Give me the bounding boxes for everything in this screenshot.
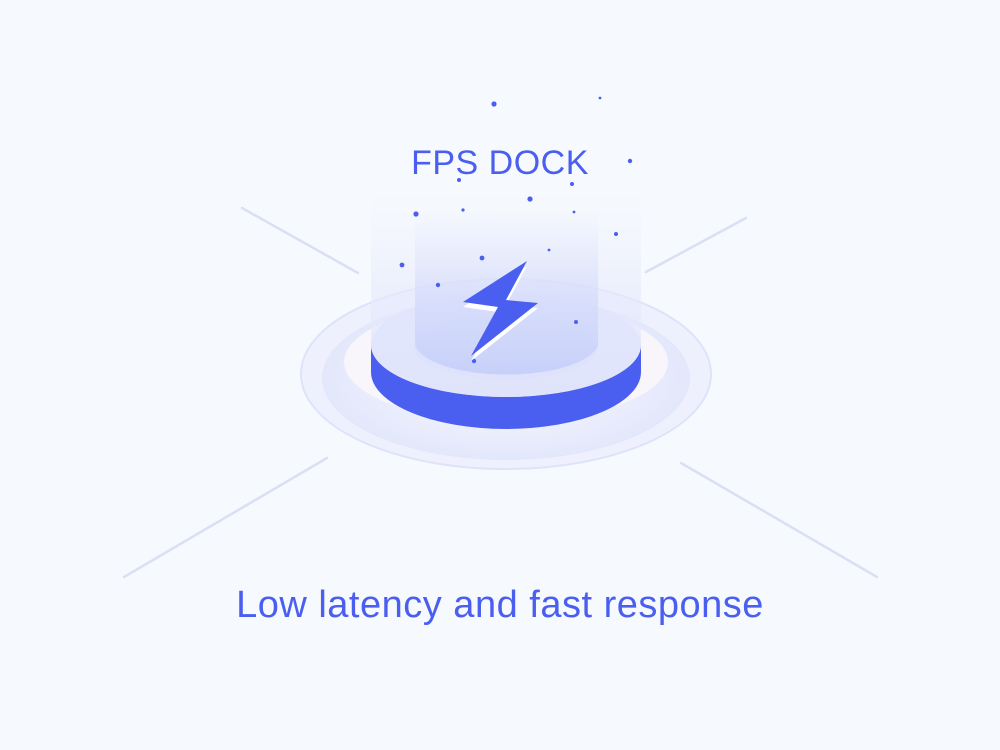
product-title: FPS DOCK: [411, 144, 589, 182]
ray-top-left: [240, 206, 360, 275]
particles: [399, 96, 633, 364]
lightning-bolt-icon: [463, 261, 538, 361]
ray-bottom-right: [679, 461, 879, 579]
tagline: Low latency and fast response: [236, 584, 764, 626]
ray-top-right: [644, 216, 748, 274]
ray-lines: [122, 206, 879, 579]
ray-bottom-left: [122, 456, 329, 579]
